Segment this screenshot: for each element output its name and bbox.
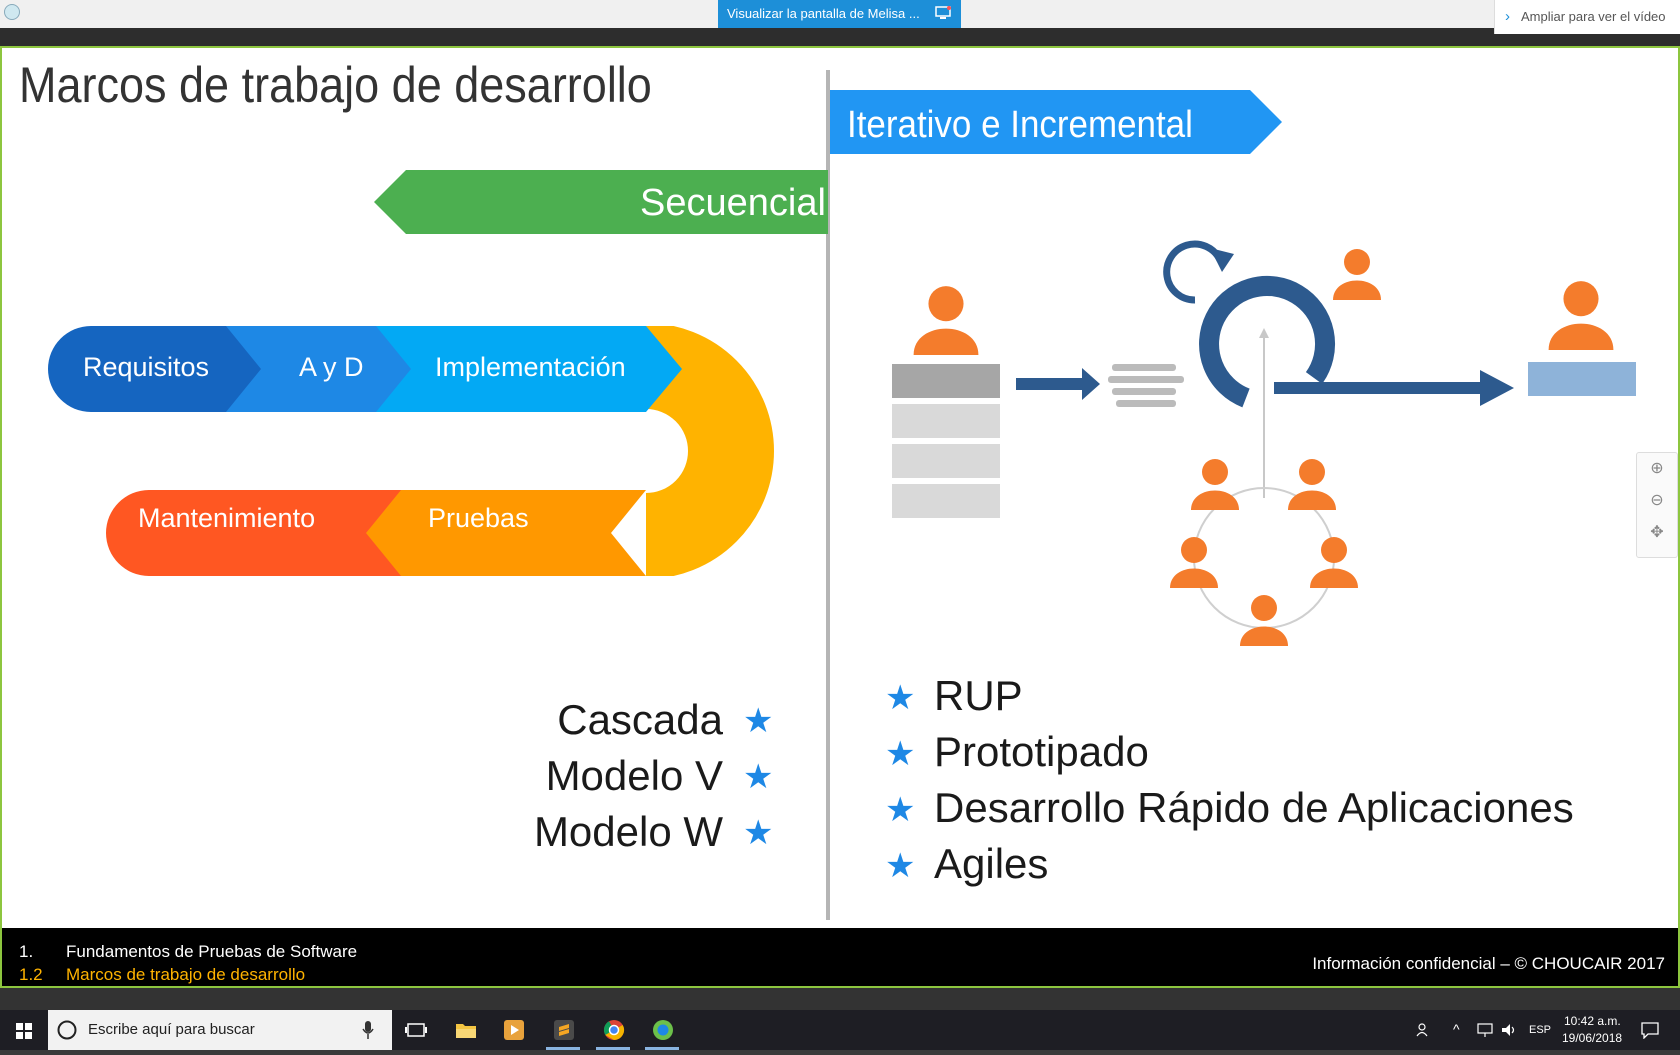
cortana-icon [57,1020,77,1040]
zoom-controls: ⊕ ⊖ ✥ [1636,452,1678,558]
phase-ayd-shape [226,326,416,412]
taskbar-search[interactable]: Escribe aquí para buscar [48,1010,392,1050]
footer-subsection-title: Marcos de trabajo de desarrollo [66,965,306,984]
star-icon: ★ [885,679,916,717]
phase-label-pruebas: Pruebas [428,503,529,533]
expand-video-label: Ampliar para ver el vídeo [1521,9,1666,24]
footer-confidential: Información confidencial – © CHOUCAIR 20… [1312,954,1665,973]
chevron-up-icon[interactable]: ^ [1453,1021,1460,1037]
pan-icon[interactable]: ✥ [1650,524,1664,541]
phase-label-ayd: A y D [299,352,364,382]
arrow-right-icon [1016,368,1100,400]
media-player-icon[interactable] [502,1018,526,1042]
scrum-master-icon [1333,249,1381,300]
screen-share-label: Visualizar la pantalla de Melisa ... [727,6,920,21]
window-bottom-strip [0,988,1680,1010]
sequential-process-diagram [48,326,774,576]
daily-cycle-icon [1163,240,1224,304]
product-increment [1528,362,1636,396]
footer-subsection-number: 1.2 [19,965,43,984]
input-language[interactable]: ESP [1529,1024,1552,1036]
task-view-icon[interactable] [404,1018,428,1042]
star-icon: ★ [743,758,774,796]
zoom-in-icon[interactable]: ⊕ [1650,460,1664,477]
phase-mantenimiento-shape [106,490,401,576]
chrome-icon[interactable] [602,1018,626,1042]
iterativo-banner-shape [830,90,1282,154]
windows-taskbar: Escribe aquí para buscar ^ [0,1010,1680,1050]
sublime-text-icon[interactable] [552,1018,576,1042]
iterative-model-agiles: Agiles [934,840,1049,887]
phase-requisitos-shape [48,326,266,412]
process-bend [644,326,774,576]
iterative-model-prototipado: Prototipado [934,728,1149,775]
sprint-backlog-line [1108,376,1184,383]
backlog-item [892,444,1000,478]
stakeholder-icon [1548,281,1614,350]
windows-logo-icon [16,1023,32,1039]
clock-date[interactable]: 19/06/2018 [1562,1031,1623,1045]
sprint-backlog-line [1116,400,1176,407]
star-icon: ★ [885,791,916,829]
sprint-backlog-line [1112,364,1176,371]
iterative-model-rup: RUP [934,672,1023,719]
sequential-model-v: Modelo V [545,752,723,799]
people-icon[interactable] [1416,1022,1432,1038]
meeting-app-active-indicator [645,1047,679,1050]
sequential-model-cascada: Cascada [557,696,723,743]
star-icon: ★ [885,847,916,885]
phase-label-implementacion: Implementación [435,352,626,382]
network-icon[interactable] [1476,1022,1494,1038]
expand-video-button[interactable]: › Ampliar para ver el vídeo [1494,0,1680,34]
slide-footer: 1. Fundamentos de Pruebas de Software 1.… [2,928,1678,986]
secuencial-banner-label: Secuencial [640,182,826,224]
zoom-out-icon[interactable]: ⊖ [1650,492,1664,509]
top-dark-strip [0,28,1680,46]
backlog-item [892,484,1000,518]
footer-section-title: Fundamentos de Pruebas de Software [66,942,358,961]
phase-label-requisitos: Requisitos [83,352,210,382]
sprint-backlog-line [1112,388,1176,395]
iterative-model-rad: Desarrollo Rápido de Aplicaciones [934,784,1574,831]
phase-label-mantenimiento: Mantenimiento [138,503,316,533]
star-icon: ★ [743,814,774,852]
screen-share-banner[interactable]: Visualizar la pantalla de Melisa ... [718,0,961,28]
search-placeholder: Escribe aquí para buscar [88,1021,255,1038]
screen-share-icon[interactable] [935,6,951,20]
microphone-icon[interactable] [362,1021,374,1039]
phase-implementacion-shape [376,326,682,412]
arrow-right-icon [1274,370,1514,406]
sequential-model-w: Modelo W [533,808,723,855]
action-center-icon[interactable] [1640,1021,1660,1039]
clock-time[interactable]: 10:42 a.m. [1564,1014,1621,1028]
start-button[interactable] [0,1010,48,1050]
chrome-active-indicator [596,1047,630,1050]
volume-icon[interactable] [1500,1022,1518,1038]
cycle-arrowhead-icon [1210,248,1234,272]
footer-section-number: 1. [19,942,34,961]
backlog-item [892,404,1000,438]
sprint-loop-icon [1199,275,1336,408]
chevron-right-icon: › [1505,8,1510,25]
star-icon: ★ [743,702,774,740]
backlog-item [892,364,1000,398]
star-icon: ★ [885,735,916,773]
meeting-app-icon[interactable] [651,1018,675,1042]
secuencial-banner-shape [374,170,828,234]
slide-divider [826,70,830,920]
sublime-active-indicator [546,1047,580,1050]
iterativo-banner-label: Iterativo e Incremental [847,104,1193,146]
file-explorer-icon[interactable] [454,1018,478,1042]
connector-arrowhead [1259,328,1269,338]
phase-pruebas-shape [361,490,646,576]
iterative-process-diagram [892,240,1636,646]
app-icon [4,4,20,20]
product-owner-icon [913,286,979,355]
presentation-slide: Marcos de trabajo de desarrollo Secuenci… [0,46,1680,988]
slide-title: Marcos de trabajo de desarrollo [19,57,652,113]
